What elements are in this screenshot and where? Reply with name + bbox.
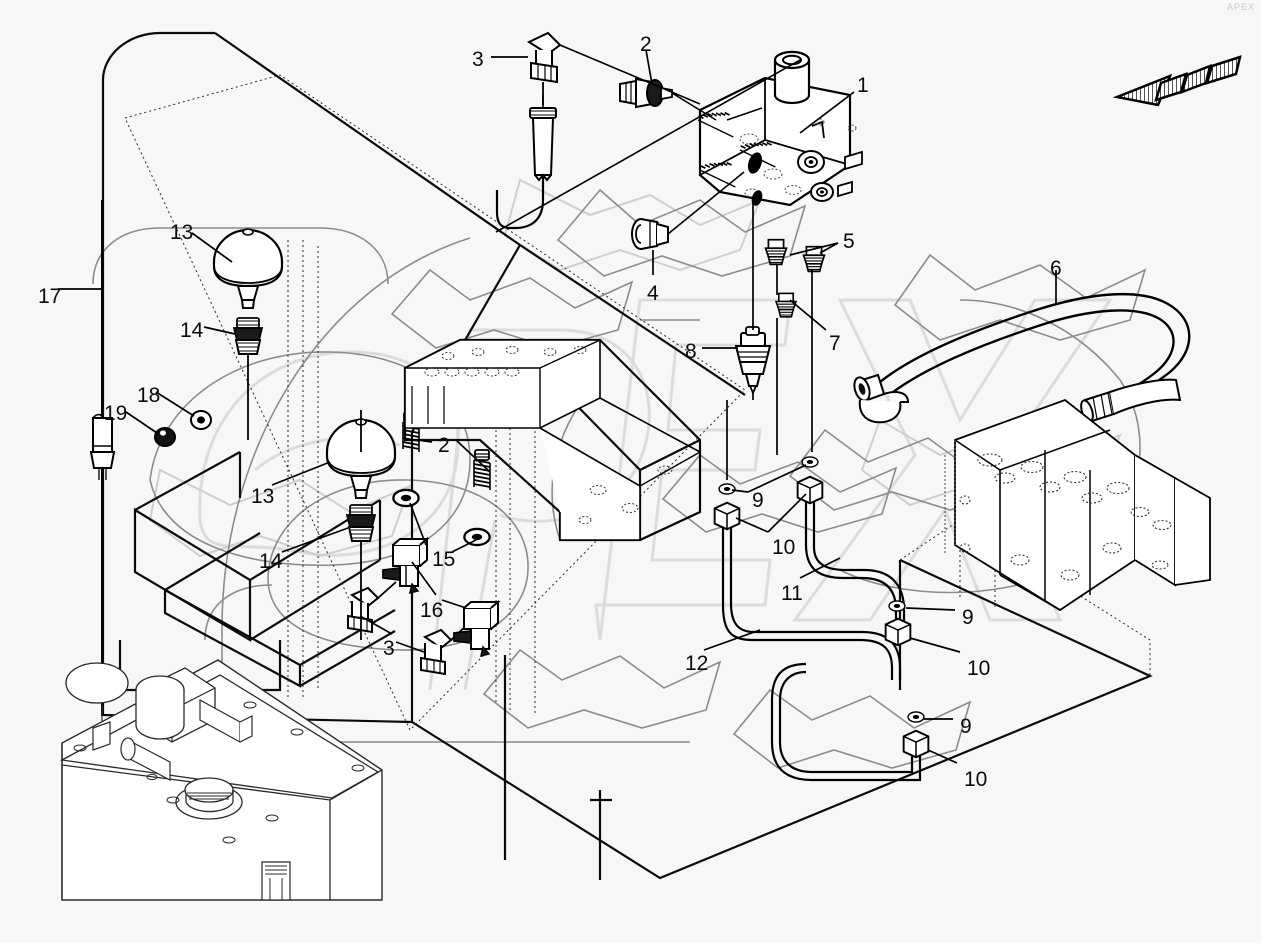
callout-4: 4 [647,282,659,305]
tee-fitting-16 [382,536,501,658]
callout-17: 17 [38,285,62,308]
callout-9c: 9 [960,715,972,738]
elbow-fitting-lower [347,581,469,676]
elbow-fitting-upper [526,31,562,182]
union-nut-mid [884,617,912,647]
banjo-bolt-pair [764,238,826,273]
callout-3b: 3 [383,637,395,660]
callout-9a: 9 [752,489,764,512]
callout-8: 8 [685,340,697,363]
accumulator-fitting-upper [232,317,264,440]
accumulator-lower [325,418,397,499]
callout-15: 15 [432,548,456,571]
union-nut-lower [902,729,930,759]
callout-19: 19 [104,402,128,425]
main-control-valve [695,50,863,207]
callout-10c: 10 [964,768,988,791]
callout-16: 16 [420,599,444,622]
hose-3-upper-run [495,175,545,230]
valve-down-tubes [726,200,813,480]
callout-10a: 10 [772,536,796,559]
corner-watermark: APEX [1226,2,1255,12]
hose-6-elbow [853,373,910,424]
hose-11 [804,480,906,632]
callout-10b: 10 [967,657,991,680]
callout-5: 5 [843,230,855,253]
accumulator-fitting-lower [345,410,377,640]
callout-12: 12 [685,652,709,675]
leader-lines [495,44,801,235]
callout-9b: 9 [962,606,974,629]
callout-1: 1 [857,74,869,97]
right-manifold-block [944,398,1211,612]
callout-18: 18 [137,384,161,407]
washer-18 [190,410,212,430]
callout-14a: 14 [180,319,204,342]
seal-washer-mid [888,600,906,612]
valve-cartridge [734,326,772,396]
hose-12 [721,527,902,680]
hose-lower [770,662,922,782]
direction-arrow-icon [1112,55,1242,107]
accumulator-upper [212,228,284,309]
hose-6-end-fitting [1080,378,1182,424]
callout-11: 11 [781,582,803,605]
adapter-fitting-upper [619,77,673,109]
callout-13b: 13 [251,485,275,508]
callout-3a: 3 [472,48,484,71]
chassis-frame [101,31,1153,880]
callout-7: 7 [829,332,841,355]
plug-19 [89,413,176,480]
callout-leaders [58,49,1057,764]
center-manifold [404,339,701,541]
callout-13a: 13 [170,221,194,244]
callout-14b: 14 [259,550,283,573]
straight-connector [631,218,669,250]
callout-2b: 2 [438,434,450,457]
seal-washer-lower [907,711,925,723]
callout-2a: 2 [640,33,652,56]
fitting-7 [775,292,797,318]
hydraulic-tank [59,659,383,901]
callout-6: 6 [1050,257,1062,280]
